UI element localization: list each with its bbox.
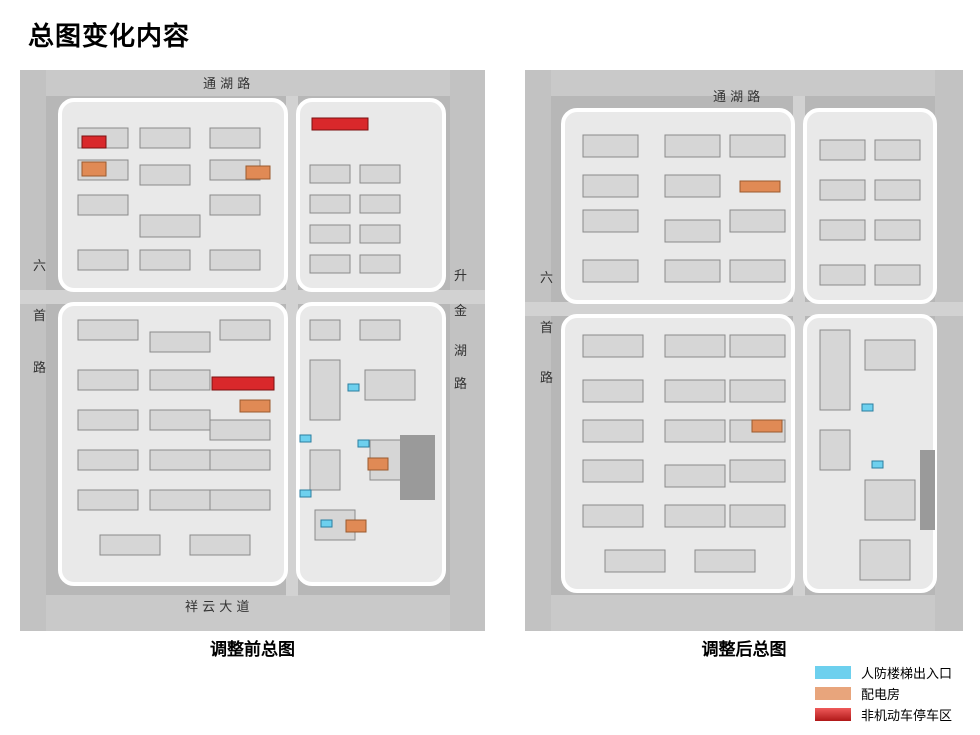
civil-defence-stair-marker (299, 434, 312, 443)
distribution-room-marker (739, 180, 781, 193)
site-plan-before: 通 湖 路 祥 云 大 道 六 首 路 升 金 湖 路 (20, 70, 485, 631)
distribution-room-marker (345, 519, 367, 533)
civil-defence-stair-marker (871, 460, 884, 469)
page-title: 总图变化内容 (28, 22, 191, 52)
civil-defence-stair-marker (347, 383, 360, 392)
distribution-room-marker (239, 399, 271, 413)
legend-item-civil-defence-stair: 人防楼梯出入口 (815, 662, 952, 683)
distribution-room-marker (81, 161, 107, 177)
bike-parking-marker (81, 135, 107, 149)
legend-swatch (815, 708, 851, 721)
distribution-room-marker (245, 165, 271, 180)
civil-defence-stair-marker (861, 403, 874, 412)
legend: 人防楼梯出入口 配电房 非机动车停车区 (815, 662, 952, 725)
civil-defence-stair-marker (299, 489, 312, 498)
road-label-bottom: 祥 云 大 道 (185, 600, 249, 615)
civil-defence-stair-marker (357, 439, 370, 448)
road-label-right-2: 金 (454, 303, 467, 319)
road-label-left-3: 路 (33, 360, 46, 376)
legend-label: 非机动车停车区 (861, 709, 953, 724)
road-label-left-2: 首 (540, 321, 553, 336)
road-label-left-2: 首 (33, 309, 46, 324)
caption-after: 调整后总图 (701, 640, 787, 660)
distribution-room-marker (367, 457, 389, 471)
road-label-left-3: 路 (540, 370, 553, 386)
road-label-left-1: 六 (33, 259, 46, 274)
site-plan-after: 通 湖 路 六 首 路 (525, 70, 963, 631)
caption-before: 调整前总图 (210, 640, 295, 660)
legend-label: 人防楼梯出入口 (861, 667, 953, 682)
road-label-right-4: 路 (454, 376, 467, 392)
legend-swatch (815, 687, 851, 700)
road-label-right-1: 升 (454, 269, 467, 284)
road-label-top: 通 湖 路 (203, 76, 250, 92)
distribution-room-marker (751, 419, 783, 433)
bike-parking-marker (311, 117, 369, 131)
legend-item-bike-parking: 非机动车停车区 (815, 704, 952, 725)
legend-item-distribution-room: 配电房 (815, 683, 952, 704)
road-label-left-1: 六 (540, 271, 553, 286)
road-label-top: 通 湖 路 (713, 89, 760, 105)
legend-label: 配电房 (861, 688, 901, 703)
legend-swatch (815, 666, 851, 679)
civil-defence-stair-marker (320, 519, 333, 528)
road-label-right-3: 湖 (454, 344, 467, 359)
bike-parking-marker (211, 376, 275, 391)
